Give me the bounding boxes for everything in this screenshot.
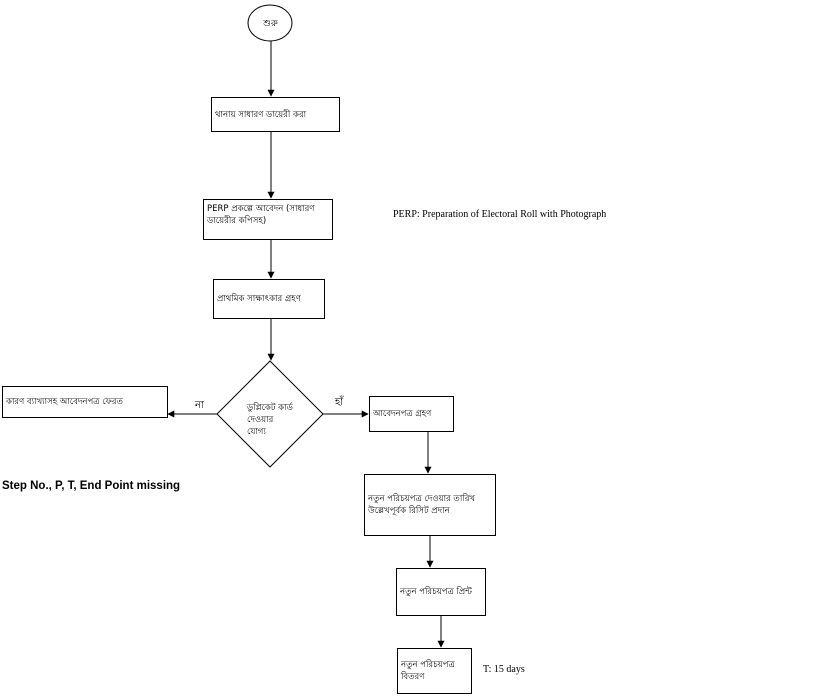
- distribute-card-text: নতুন পরিচয়পত্র বিতরণ: [401, 660, 455, 682]
- perp-definition-note: PERP: Preparation of Electoral Roll with…: [393, 209, 607, 220]
- step-general-diary-text: থানায় সাধারণ ডায়েরী করা: [215, 109, 307, 120]
- print-card-box: নতুন পরিচয়পত্র প্রিন্ট: [396, 568, 486, 616]
- issue-receipt-text: নতুন পরিচয়পত্র দেওয়ার তারিখ উল্লেখপূর্…: [368, 494, 475, 516]
- step-perp-application-box: PERP প্রকল্পে আবেদন (সাধারণ ডায়েরীর কপি…: [203, 199, 333, 240]
- missing-items-note: Step No., P, T, End Point missing: [2, 480, 181, 492]
- return-application-text: কারণ ব্যাখ্যাসহ আবেদনপত্র ফেরত: [6, 397, 123, 407]
- print-card-text: নতুন পরিচয়পত্র প্রিন্ট: [400, 587, 472, 597]
- start-node: [247, 4, 293, 42]
- yes-label: হাঁ: [335, 397, 344, 408]
- issue-receipt-box: নতুন পরিচয়পত্র দেওয়ার তারিখ উল্লেখপূর্…: [364, 474, 496, 536]
- accept-application-box: আবেদনপত্র গ্রহণ: [369, 396, 454, 432]
- step-initial-interview-text: প্রাথমিক সাক্ষাৎকার গ্রহণ: [217, 294, 301, 304]
- step-general-diary-box: থানায় সাধারণ ডায়েরী করা: [211, 97, 340, 132]
- accept-application-text: আবেদনপত্র গ্রহণ: [373, 409, 432, 419]
- start-label: শুরু: [263, 19, 278, 29]
- distribute-card-box: নতুন পরিচয়পত্র বিতরণ: [397, 648, 472, 694]
- no-label: না: [195, 400, 204, 411]
- step-initial-interview-box: প্রাথমিক সাক্ষাৎকার গ্রহণ: [213, 279, 325, 319]
- return-application-box: কারণ ব্যাখ্যাসহ আবেদনপত্র ফেরত: [2, 386, 168, 418]
- decision-diamond: [216, 360, 324, 468]
- time-note: T: 15 days: [483, 664, 525, 675]
- step-perp-application-text: PERP প্রকল্পে আবেদন (সাধারণ ডায়েরীর কপি…: [207, 204, 315, 226]
- decision-text: ডুপ্লিকেট কার্ড দেওয়ার যোগ্য: [247, 403, 293, 437]
